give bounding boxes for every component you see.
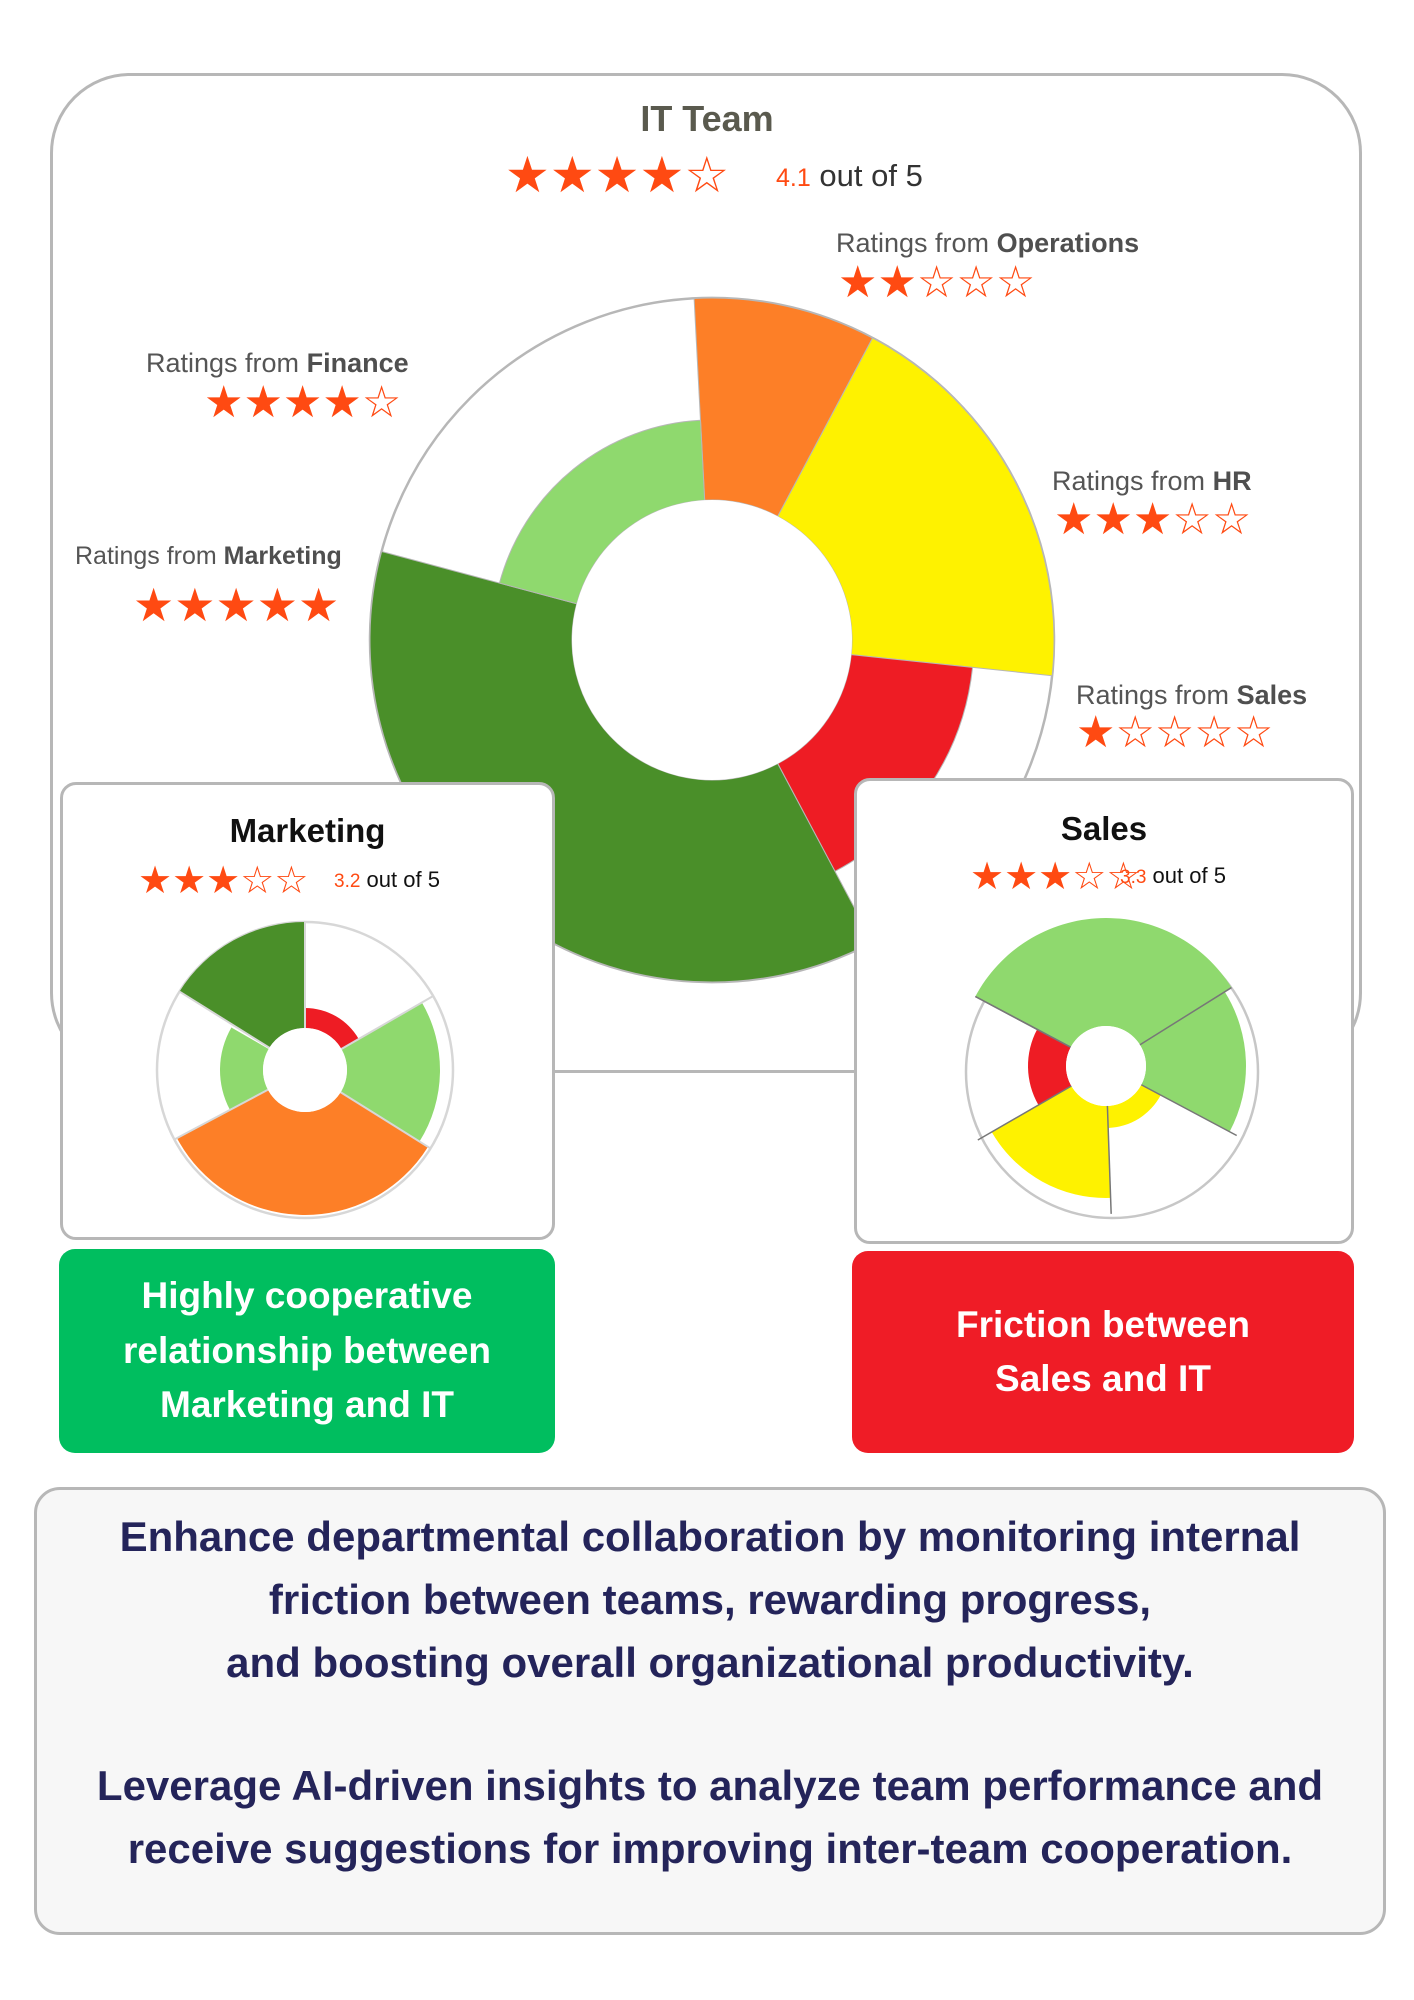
marketing-donut-hole <box>263 1028 347 1112</box>
sales-donut-hole <box>1066 1026 1146 1106</box>
marketing-segment-red <box>305 1008 359 1049</box>
star-empty-icon: ☆ <box>361 378 402 427</box>
star-empty-icon: ☆ <box>684 147 730 203</box>
sales-card-title: Sales <box>1060 810 1148 847</box>
finance-stars: ★★★★☆ <box>204 381 401 425</box>
star-filled-icon: ★ <box>1004 856 1039 898</box>
star-filled-icon: ★ <box>1076 708 1116 757</box>
star-filled-icon: ★ <box>549 147 595 203</box>
star-empty-icon: ☆ <box>1106 856 1141 898</box>
summary-panel <box>34 1487 1386 1935</box>
it-team-score-value: 4.1 <box>776 164 811 192</box>
sales-segment-red <box>1028 1029 1072 1105</box>
sales-segment-light-green-right <box>1139 991 1246 1132</box>
it-team-stars: ★★★★☆ <box>505 150 729 200</box>
marketing-card-stars: ★★★☆☆ <box>138 862 308 900</box>
marketing-card-score: 3.2 out of 5 <box>334 867 440 892</box>
marketing-rating-stars: ★★★★★ <box>133 582 339 628</box>
star-filled-icon: ★ <box>877 258 917 307</box>
sales-card-stars: ★★★☆☆ <box>970 858 1140 896</box>
summary-paragraph-1: Enhance departmental collaboration by mo… <box>119 1513 1301 1686</box>
star-filled-icon: ★ <box>1038 856 1073 898</box>
star-filled-icon: ★ <box>1054 495 1094 544</box>
sales-card-score: 3.3 out of 5 <box>1120 863 1226 888</box>
star-filled-icon: ★ <box>138 860 173 902</box>
star-empty-icon: ☆ <box>1233 708 1274 757</box>
sales-segment-yellow <box>991 1086 1111 1198</box>
star-filled-icon: ★ <box>282 378 323 427</box>
ratings-from-marketing-label: Ratings from Marketing <box>75 542 342 570</box>
star-empty-icon: ☆ <box>274 860 309 902</box>
marketing-segment-light-green-left <box>220 1027 269 1110</box>
star-filled-icon: ★ <box>838 258 878 307</box>
star-empty-icon: ☆ <box>956 258 996 307</box>
sales-segment-yellow-inner <box>1107 1084 1161 1128</box>
ratings-from-hr-label: Ratings from HR <box>1052 466 1252 496</box>
hr-stars: ★★★☆☆ <box>1054 498 1251 542</box>
star-filled-icon: ★ <box>1132 495 1173 544</box>
star-filled-icon: ★ <box>256 579 298 631</box>
star-filled-icon: ★ <box>243 378 283 427</box>
it-team-title: IT Team <box>640 98 774 139</box>
sales-segment-light-green-top <box>975 918 1232 1048</box>
star-filled-icon: ★ <box>970 856 1005 898</box>
star-filled-icon: ★ <box>215 579 257 631</box>
star-empty-icon: ☆ <box>1194 708 1234 757</box>
star-empty-icon: ☆ <box>1154 708 1195 757</box>
marketing-segment-dark-green <box>179 922 305 1048</box>
marketing-segment-orange <box>176 1089 428 1215</box>
star-empty-icon: ☆ <box>1172 495 1212 544</box>
star-filled-icon: ★ <box>505 147 550 203</box>
summary-paragraph-2: Leverage AI-driven insights to analyze t… <box>96 1762 1324 1872</box>
star-filled-icon: ★ <box>133 579 175 631</box>
star-empty-icon: ☆ <box>240 860 275 902</box>
star-filled-icon: ★ <box>322 378 362 427</box>
donut-hole <box>572 500 852 780</box>
star-empty-icon: ☆ <box>1072 856 1107 898</box>
star-filled-icon: ★ <box>204 378 244 427</box>
star-filled-icon: ★ <box>206 860 241 902</box>
star-empty-icon: ☆ <box>995 258 1036 307</box>
star-filled-icon: ★ <box>174 579 216 631</box>
star-empty-icon: ☆ <box>916 258 957 307</box>
ratings-from-operations-label: Ratings from Operations <box>836 228 1140 258</box>
ratings-from-sales-label: Ratings from Sales <box>1076 680 1308 710</box>
ratings-from-finance-label: Ratings from Finance <box>146 348 409 378</box>
star-filled-icon: ★ <box>172 860 207 902</box>
star-filled-icon: ★ <box>298 579 340 631</box>
operations-stars: ★★☆☆☆ <box>838 261 1035 305</box>
sales-rating-stars: ★☆☆☆☆ <box>1076 711 1273 755</box>
star-filled-icon: ★ <box>594 147 640 203</box>
marketing-card-title: Marketing <box>229 812 386 849</box>
marketing-callout: Highly cooperative relationship between … <box>59 1249 555 1453</box>
star-filled-icon: ★ <box>1093 495 1133 544</box>
star-empty-icon: ☆ <box>1211 495 1252 544</box>
star-filled-icon: ★ <box>639 147 685 203</box>
sales-callout: Friction between Sales and IT <box>852 1251 1354 1453</box>
it-team-out-of: out of 5 <box>819 158 923 193</box>
star-empty-icon: ☆ <box>1115 708 1155 757</box>
it-team-score: 4.1 out of 5 <box>776 160 923 191</box>
